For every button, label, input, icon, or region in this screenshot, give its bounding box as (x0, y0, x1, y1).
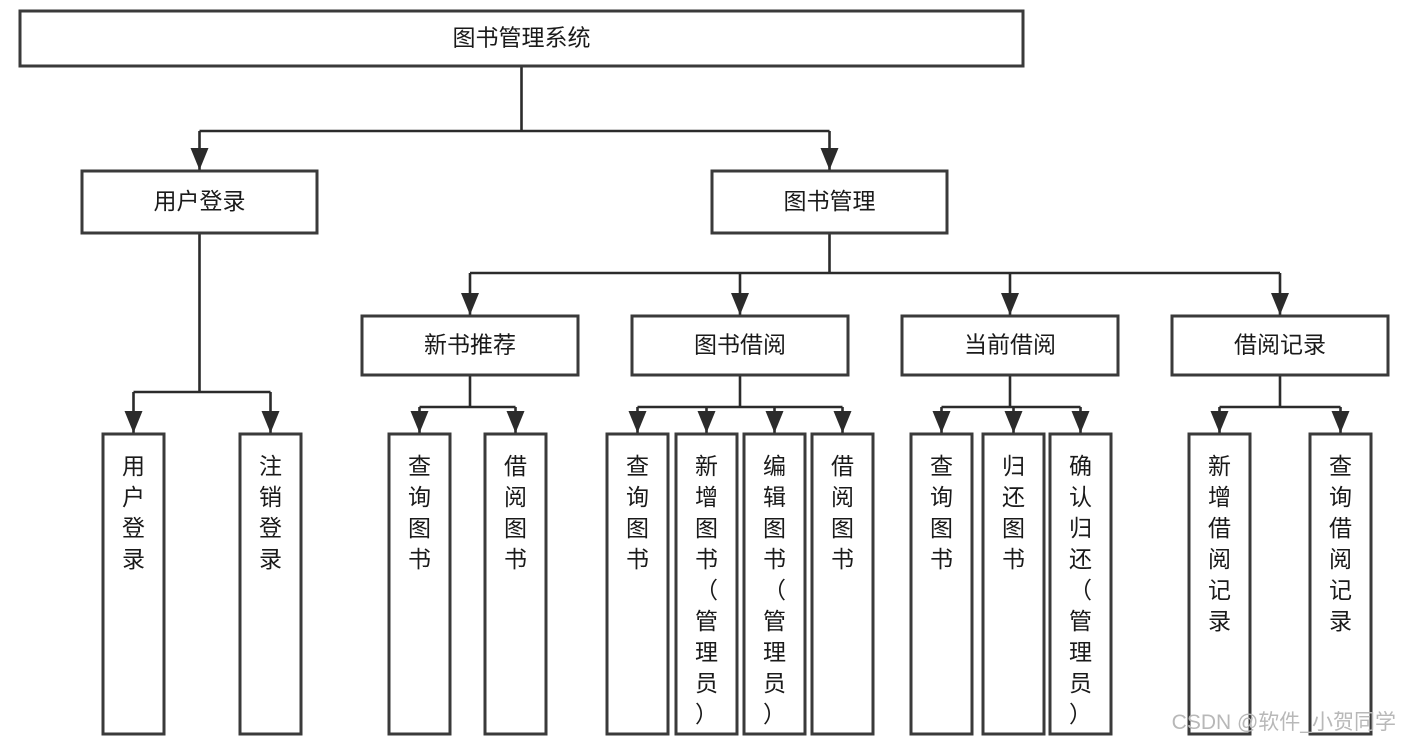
node-label: 借阅记录 (1234, 332, 1326, 358)
node-label: 查询图书 (626, 453, 649, 572)
node-leaf-3[interactable]: 借阅图书 (483, 432, 548, 736)
node-label: 用户登录 (154, 188, 246, 214)
node-leaf-8[interactable]: 查询图书 (909, 432, 974, 736)
node-leaf-11[interactable]: 新增借阅记录 (1187, 432, 1252, 736)
arrow-head-icon (932, 411, 951, 433)
arrow-head-icon (124, 411, 143, 433)
node-label: 图书管理 (784, 188, 876, 214)
node-label: 图书管理系统 (453, 25, 591, 51)
node-label: 查询图书 (930, 453, 953, 572)
arrow-head-icon (1331, 411, 1350, 433)
node-box (981, 432, 1046, 736)
node-box (1187, 432, 1252, 736)
node-label: 查询借阅记录 (1329, 453, 1352, 634)
arrow-head-icon (820, 148, 839, 170)
node-leaf-7[interactable]: 借阅图书 (810, 432, 875, 736)
node-leaf-12[interactable]: 查询借阅记录 (1308, 432, 1373, 736)
arrow-head-icon (190, 148, 209, 170)
node-box (1048, 432, 1113, 736)
node-level3-0[interactable]: 新书推荐 (360, 314, 580, 377)
node-label: 新增借阅记录 (1208, 453, 1231, 634)
node-box (710, 169, 949, 235)
node-box (101, 432, 166, 736)
node-box (238, 432, 303, 736)
node-label: 归还图书 (1002, 453, 1025, 572)
node-box (605, 432, 670, 736)
node-layer: 图书管理系统用户登录图书管理新书推荐图书借阅当前借阅借阅记录用户登录注销登录查询… (18, 9, 1390, 736)
arrow-head-icon (410, 411, 429, 433)
node-label: 图书借阅 (694, 332, 786, 358)
node-leaf-5[interactable]: 新增图书（管理员） (674, 432, 739, 736)
arrow-head-icon (731, 293, 749, 315)
node-leaf-2[interactable]: 查询图书 (387, 432, 452, 736)
node-box (674, 432, 739, 736)
node-box (80, 169, 319, 235)
node-leaf-4[interactable]: 查询图书 (605, 432, 670, 736)
arrow-head-icon (1001, 293, 1019, 315)
node-leaf-6[interactable]: 编辑图书（管理员） (742, 432, 807, 736)
arrow-head-icon (628, 411, 647, 433)
arrow-head-icon (1004, 411, 1023, 433)
node-level3-2[interactable]: 当前借阅 (900, 314, 1120, 377)
node-label: 新书推荐 (424, 332, 516, 358)
arrow-head-icon (1071, 411, 1090, 433)
node-label: 借阅图书 (504, 453, 527, 572)
node-leaf-0[interactable]: 用户登录 (101, 432, 166, 736)
node-box (810, 432, 875, 736)
arrow-head-icon (833, 411, 852, 433)
arrow-head-icon (697, 411, 716, 433)
node-box (18, 9, 1025, 68)
node-label: 借阅图书 (831, 453, 854, 572)
node-leaf-1[interactable]: 注销登录 (238, 432, 303, 736)
node-box (900, 314, 1120, 377)
node-box (630, 314, 850, 377)
node-leaf-10[interactable]: 确认归还（管理员） (1048, 432, 1113, 736)
arrow-head-icon (1271, 293, 1289, 315)
arrow-head-icon (765, 411, 784, 433)
node-level3-3[interactable]: 借阅记录 (1170, 314, 1390, 377)
csdn-watermark: CSDN @软件_小贺同学 (1172, 711, 1396, 734)
arrow-head-icon (461, 293, 479, 315)
node-label: 编辑图书（管理员） (763, 453, 786, 727)
node-level2-1[interactable]: 图书管理 (710, 169, 949, 235)
node-leaf-9[interactable]: 归还图书 (981, 432, 1046, 736)
node-label: 当前借阅 (964, 332, 1056, 358)
node-box (742, 432, 807, 736)
arrow-head-icon (1210, 411, 1229, 433)
connector-layer (124, 66, 1350, 433)
arrow-head-icon (261, 411, 280, 433)
node-level3-1[interactable]: 图书借阅 (630, 314, 850, 377)
node-box (1308, 432, 1373, 736)
node-box (483, 432, 548, 736)
node-label: 用户登录 (122, 453, 145, 572)
node-label: 注销登录 (259, 453, 282, 572)
node-level2-0[interactable]: 用户登录 (80, 169, 319, 235)
node-label: 新增图书（管理员） (695, 453, 718, 727)
node-box (360, 314, 580, 377)
node-label: 查询图书 (408, 453, 431, 572)
node-box (1170, 314, 1390, 377)
node-box (387, 432, 452, 736)
node-root-0[interactable]: 图书管理系统 (18, 9, 1025, 68)
node-box (909, 432, 974, 736)
arrow-head-icon (506, 411, 525, 433)
node-label: 确认归还（管理员） (1069, 453, 1092, 727)
